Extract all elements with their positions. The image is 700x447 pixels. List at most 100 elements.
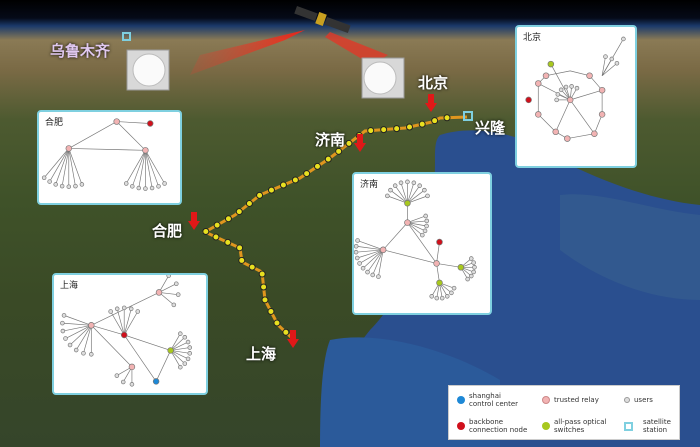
legend-item-trusted-relay: trusted relay <box>542 396 599 404</box>
user-node <box>420 232 425 238</box>
user-node <box>555 92 561 97</box>
link-line <box>407 189 425 204</box>
inset-title: 上海 <box>60 281 79 291</box>
relay-node-marker <box>202 228 210 236</box>
relay-node-marker <box>443 114 451 122</box>
relay-node-marker <box>406 123 414 131</box>
user-node <box>603 54 608 59</box>
user-node <box>66 184 72 189</box>
user-node <box>175 292 181 297</box>
relay-node-marker <box>236 244 244 252</box>
link-line <box>83 325 92 354</box>
relay-node-marker <box>261 296 269 304</box>
user-node <box>411 180 417 186</box>
user-node <box>354 243 359 249</box>
city-label-shanghai: 上海 <box>246 345 277 363</box>
sea-east <box>560 194 700 300</box>
user-node <box>135 309 141 314</box>
user-node <box>451 285 457 291</box>
user-node <box>129 382 135 387</box>
user-node <box>174 281 179 287</box>
relay-node-marker <box>324 155 332 163</box>
user-node <box>563 84 569 90</box>
user-node <box>124 181 129 186</box>
user-node <box>429 294 434 299</box>
user-node <box>424 223 429 229</box>
user-node <box>354 255 360 261</box>
link-line <box>400 182 408 204</box>
inset-hefei: 合肥 <box>37 110 182 205</box>
user-node <box>185 356 191 362</box>
relay-node-marker <box>313 162 321 170</box>
legend: shanghai control center trusted relay us… <box>448 385 680 440</box>
relay-node-marker <box>282 328 290 336</box>
control-center-icon <box>457 396 465 404</box>
arrow-hefei-icon <box>188 212 200 230</box>
link-line <box>49 148 70 182</box>
user-node <box>53 182 58 187</box>
user-node <box>422 187 427 193</box>
link-line <box>62 322 92 326</box>
legend-label: satellite station <box>643 418 671 434</box>
user-node <box>178 331 183 336</box>
user-node <box>79 182 85 187</box>
link-line <box>601 56 606 76</box>
link-line <box>394 185 408 204</box>
link-line <box>362 249 384 269</box>
user-node <box>89 352 94 357</box>
trusted-relay-icon <box>542 396 550 404</box>
user-node <box>471 260 476 265</box>
link-line <box>357 240 384 251</box>
legend-item-optical-switch: all-pass optical switches <box>542 418 614 434</box>
user-node <box>182 335 188 340</box>
user-node <box>114 373 120 378</box>
link-line <box>356 249 384 253</box>
link-line <box>62 324 92 332</box>
user-node <box>120 379 126 385</box>
relay-node-marker <box>267 307 275 315</box>
link-line <box>110 311 125 336</box>
legend-label: users <box>634 396 653 404</box>
relay-node-marker <box>393 125 401 133</box>
link-line <box>390 189 408 204</box>
user-icon <box>624 397 630 403</box>
relay-node-marker <box>335 147 343 155</box>
relay-node-marker <box>418 120 426 128</box>
relay-node-marker <box>245 199 253 207</box>
link-line <box>145 150 159 187</box>
user-node <box>67 342 73 348</box>
user-node <box>365 269 370 275</box>
link-line <box>75 325 92 351</box>
legend-label: all-pass optical switches <box>554 418 607 434</box>
link-line <box>65 324 92 339</box>
user-node <box>465 276 470 282</box>
legend-item-backbone: backbone connection node <box>457 418 531 434</box>
user-node <box>392 183 398 188</box>
user-node <box>73 347 79 353</box>
inset-title: 北京 <box>523 33 542 43</box>
link-line <box>367 249 384 273</box>
link-line <box>116 308 125 336</box>
user-node <box>149 185 155 191</box>
relay-node-marker <box>367 127 375 135</box>
user-node <box>471 269 476 275</box>
user-node <box>156 184 161 189</box>
ground-station-xinglong-icon <box>361 57 405 99</box>
city-label-urumqi: 乌鲁木齐 <box>50 42 111 60</box>
link-line <box>407 195 428 204</box>
ground-station-urumqi-icon <box>126 49 170 91</box>
user-node <box>423 213 428 219</box>
link-line <box>356 245 384 251</box>
relay-node-marker <box>273 319 281 327</box>
city-label-beijing: 北京 <box>418 74 449 92</box>
user-node <box>182 361 188 366</box>
user-node <box>187 351 193 356</box>
legend-label: trusted relay <box>554 396 599 404</box>
user-node <box>128 306 134 312</box>
user-node <box>472 265 477 270</box>
user-node <box>47 179 52 184</box>
legend-item-control-center: shanghai control center <box>457 392 524 408</box>
user-node <box>621 36 626 42</box>
user-node <box>376 274 381 279</box>
user-node <box>162 181 167 186</box>
